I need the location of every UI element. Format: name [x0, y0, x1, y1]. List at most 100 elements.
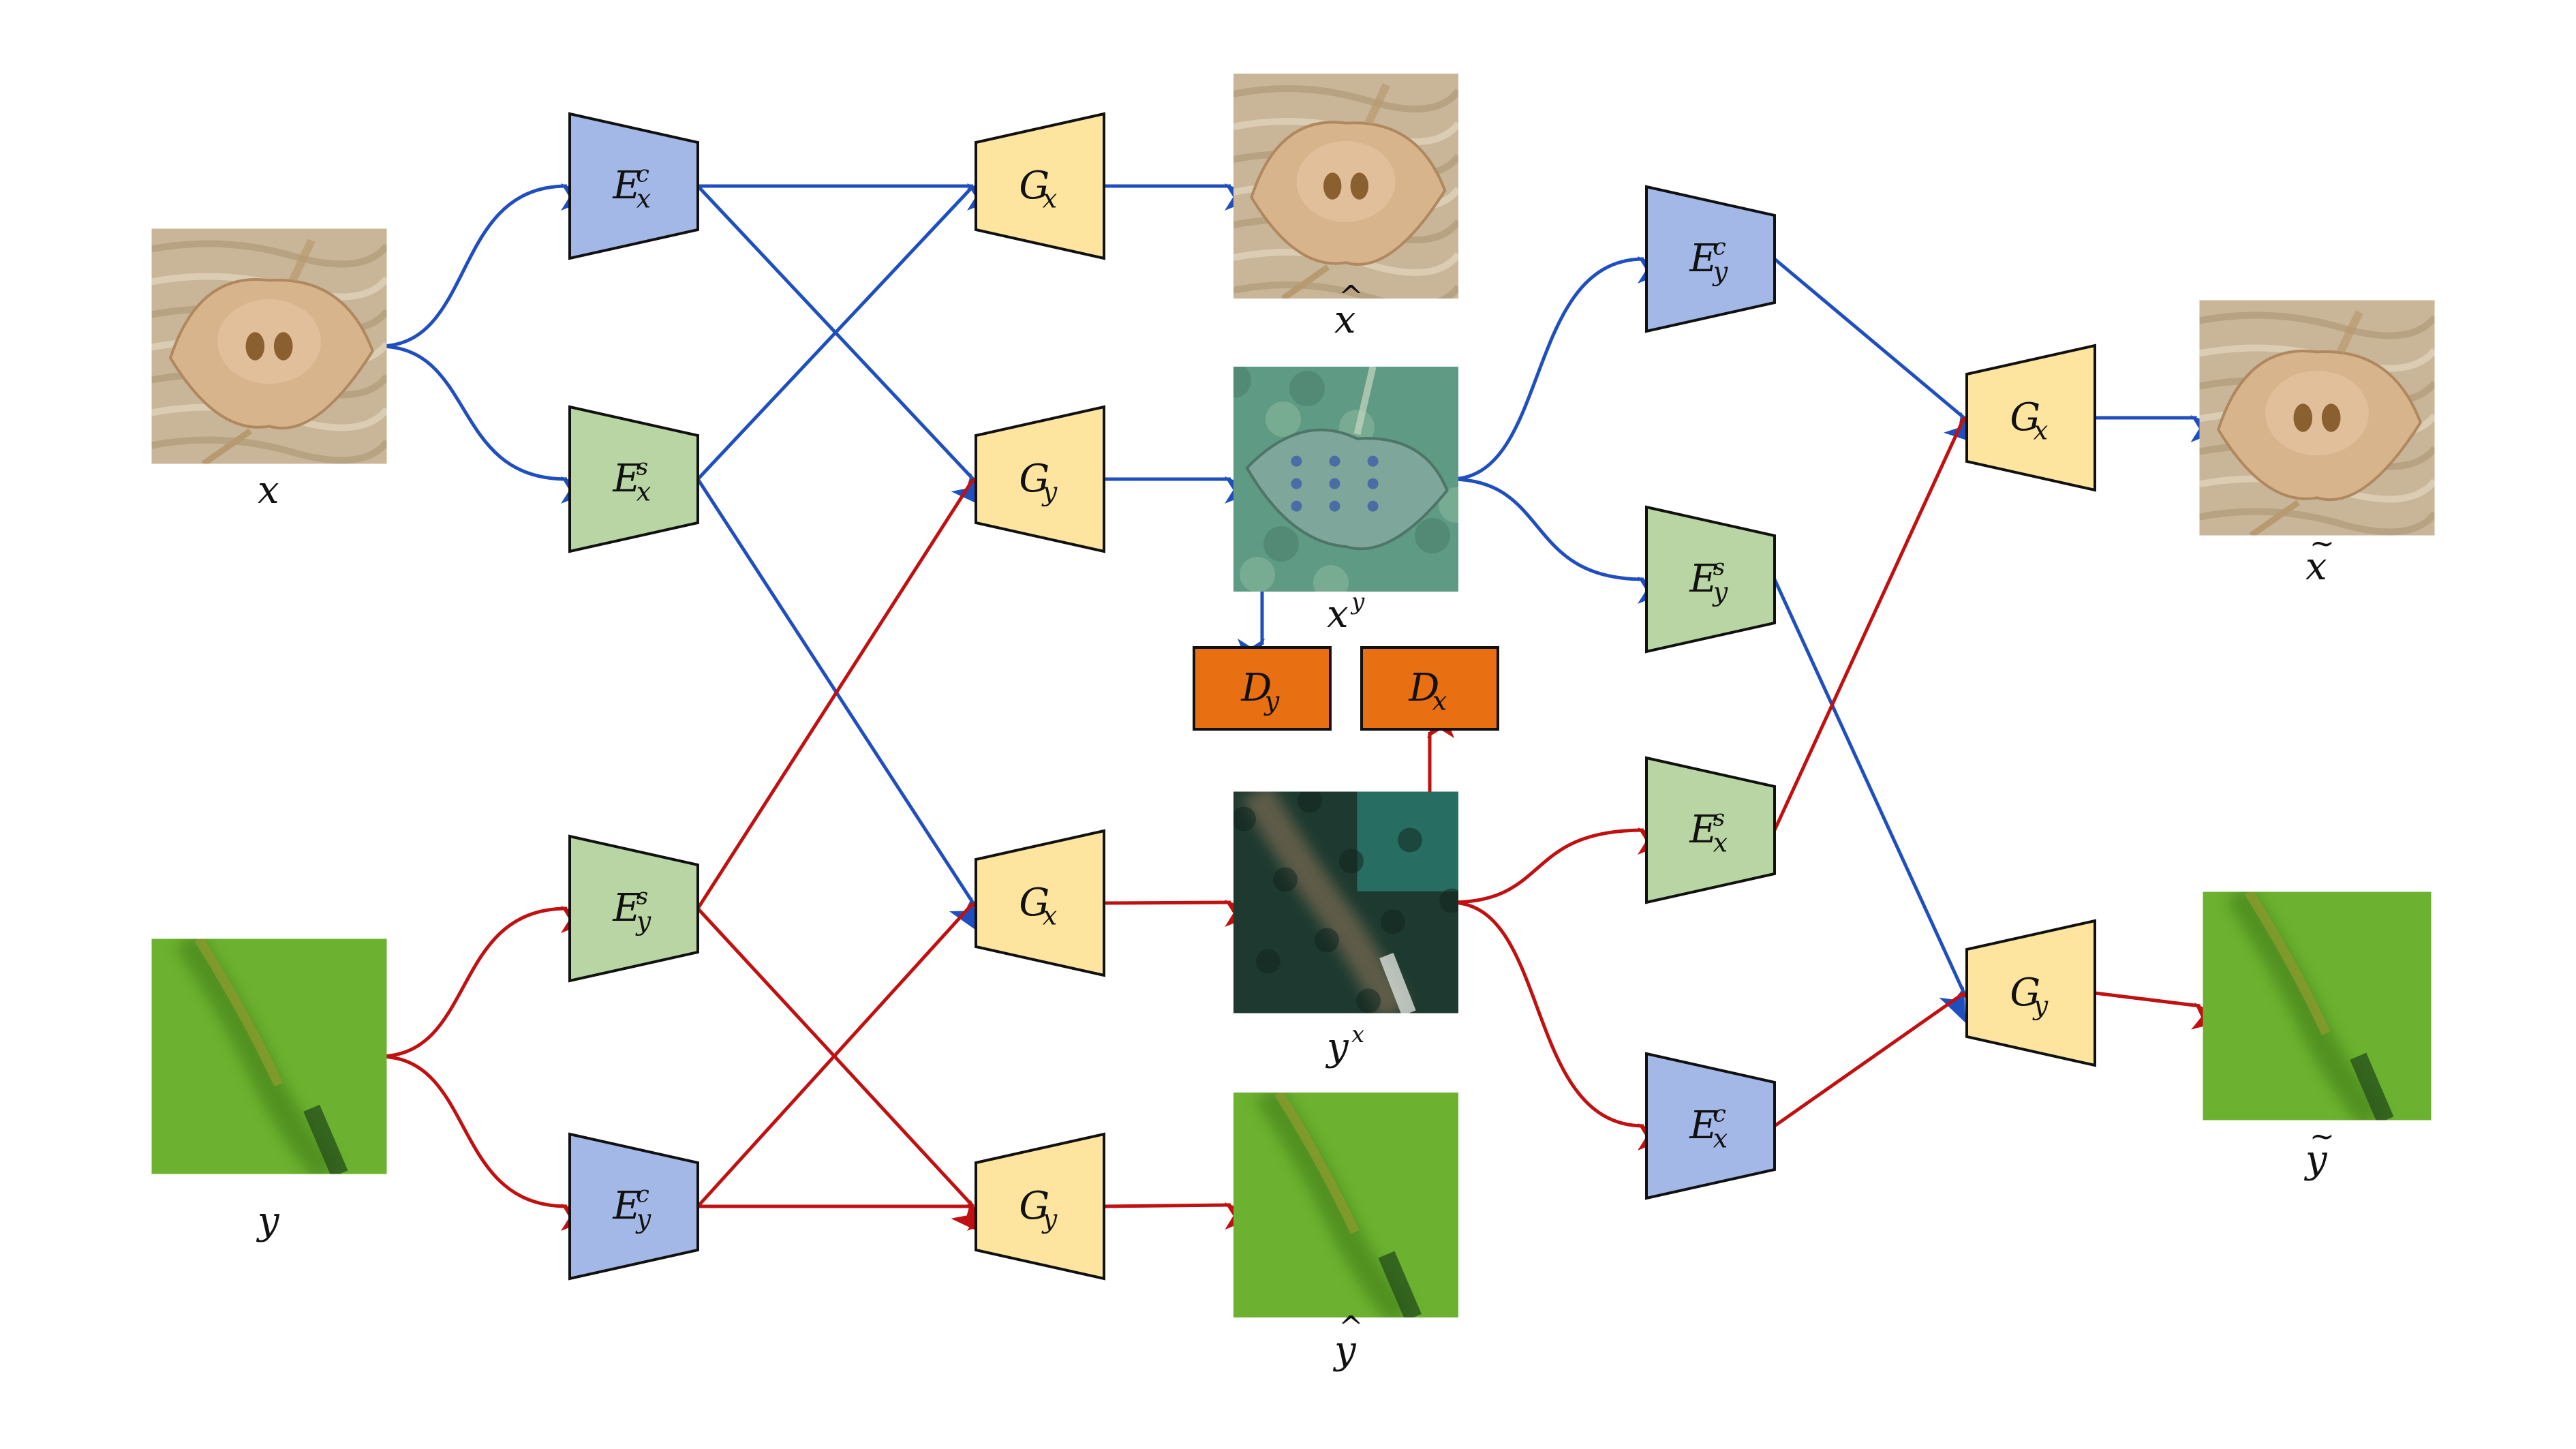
enc-s-y2-label-superscript: s [1713, 553, 1725, 581]
edge-y-x-to-enc-s-x2 [1450, 827, 1672, 904]
enc-s-y2-label-subscript: y [1712, 577, 1728, 607]
label-x-hat: x^ [1334, 279, 1364, 342]
image-y: y [151, 939, 387, 1243]
block-enc-c-y2: Eyc [1645, 185, 1776, 333]
enc-c-y2-shape [1645, 185, 1776, 333]
enc-c-y2-label-subscript: y [1712, 256, 1728, 286]
block-enc-s-y2: Eys [1645, 505, 1776, 654]
enc-s-x1-label-base: E [612, 457, 641, 501]
edge-x-to-enc-c-x1 [378, 183, 596, 348]
block-disc-y: Dy [1193, 646, 1332, 731]
gen-x3-label-base: G [2010, 395, 2040, 440]
label-x-tilde: x~ [2305, 526, 2335, 589]
gen-x1-label-base: G [1019, 164, 1049, 208]
edge-enc-s-x1-to-gen-x1 [696, 173, 1000, 481]
image-y-hat: y^ [1233, 1093, 1458, 1373]
enc-s-y2-label-base: E [1689, 557, 1717, 601]
block-gen-x3: Gx [1965, 344, 2096, 492]
enc-c-x1-label: Exc [612, 160, 651, 213]
block-enc-s-x1: Exs [568, 405, 699, 553]
gen-x1-label-subscript: x [1043, 183, 1057, 213]
edge-gen-x2-to-y-x [1103, 900, 1259, 928]
enc-s-y2-shape [1645, 505, 1776, 654]
disc-x-label: Dx [1408, 666, 1447, 716]
gen-x3-shape [1965, 344, 2096, 492]
enc-s-x2-label-superscript: s [1713, 804, 1725, 832]
disc-x-label-subscript: x [1432, 686, 1447, 716]
disc-y-label: Dy [1240, 666, 1279, 716]
enc-s-x1-label-subscript: x [637, 476, 651, 506]
block-gen-y1: Gy [975, 405, 1105, 553]
image-x-picture [151, 228, 387, 464]
gen-y1-label-base: G [1019, 457, 1049, 501]
gen-x3-label: Gx [2010, 395, 2048, 445]
label-y-hat-accent: ^ [1338, 1310, 1364, 1345]
enc-s-x2-shape [1645, 756, 1776, 904]
edge-enc-c-y2-to-gen-x3 [1773, 258, 1979, 444]
disc-x-label-base: D [1408, 666, 1439, 710]
label-x-y-superscript: y [1350, 588, 1365, 615]
enc-c-y1-label-superscript: c [637, 1180, 649, 1208]
label-y-base: y [256, 1199, 280, 1243]
enc-s-y2-label: Eys [1689, 553, 1728, 607]
gen-x2-label-subscript: x [1043, 900, 1057, 930]
edges-layer [378, 173, 2227, 1234]
edge-x-to-enc-s-x1 [378, 344, 595, 504]
enc-c-x2-label: Exc [1689, 1100, 1728, 1153]
image-y-tilde-picture [2203, 891, 2432, 1120]
disc-y-label-base: D [1240, 666, 1272, 710]
gen-x1-shape [975, 112, 1105, 260]
label-y-x-superscript: x [1351, 1021, 1364, 1048]
edge-y-to-enc-c-y1 [378, 1054, 595, 1231]
enc-c-x2-shape [1645, 1052, 1776, 1200]
edge-gen-y3-to-y-tilde [2094, 991, 2227, 1030]
enc-c-y1-label-base: E [612, 1184, 641, 1228]
label-y-tilde-base: y [2303, 1138, 2328, 1182]
enc-c-x2-label-subscript: x [1713, 1123, 1728, 1153]
edge-enc-s-y1-to-gen-y2 [696, 907, 985, 1234]
enc-c-x1-label-base: E [612, 164, 641, 208]
image-x-tilde: x~ [2199, 300, 2435, 589]
edge-enc-c-x2-to-gen-y3 [1773, 986, 1993, 1128]
label-x-tilde-accent: ~ [2310, 526, 2335, 561]
enc-s-y1-shape [568, 834, 699, 983]
gen-y2-label-subscript: y [1041, 1204, 1058, 1234]
enc-s-y1-label-base: E [612, 886, 641, 930]
gen-y3-label-base: G [2010, 971, 2040, 1015]
label-x: x [258, 468, 279, 513]
edge-enc-c-y1-to-gen-x2 [696, 889, 1000, 1208]
label-y: y [256, 1199, 280, 1243]
enc-s-x1-label: Exs [612, 453, 651, 506]
image-x: x [151, 228, 387, 513]
enc-c-y2-label-base: E [1689, 237, 1717, 281]
edge-x-y-to-enc-c-y2 [1450, 256, 1672, 481]
block-enc-c-x2: Exc [1645, 1052, 1776, 1200]
gen-y2-label-base: G [1019, 1184, 1049, 1228]
edge-enc-s-y2-to-gen-y3 [1773, 578, 1966, 1023]
image-y-picture [151, 939, 387, 1174]
edge-enc-s-x2-to-gen-x3 [1773, 397, 1986, 832]
enc-c-x1-label-superscript: c [637, 160, 649, 187]
block-gen-x1: Gx [975, 112, 1105, 260]
edge-gen-y2-to-y-hat [1103, 1202, 1259, 1230]
enc-c-x2-label-superscript: c [1713, 1100, 1726, 1127]
gen-y1-label: Gy [1019, 457, 1057, 506]
disc-y-shape [1193, 646, 1332, 731]
enc-s-x1-shape [568, 405, 699, 553]
block-enc-c-y1: Eyc [568, 1132, 699, 1281]
image-y-tilde: y~ [2203, 891, 2432, 1182]
enc-c-x2-label-base: E [1689, 1103, 1717, 1148]
edge-y-to-enc-s-y1 [378, 906, 596, 1058]
gen-y1-shape [975, 405, 1105, 553]
label-x-tilde-base: x [2305, 545, 2327, 589]
enc-s-x1-label-superscript: s [637, 453, 648, 481]
enc-s-y1-label-subscript: y [635, 906, 651, 936]
gen-y1-label-subscript: y [1041, 476, 1058, 506]
enc-s-x2-label-base: E [1689, 808, 1717, 852]
block-enc-s-x2: Exs [1645, 756, 1776, 904]
edge-y-x-to-enc-c-x2 [1450, 900, 1672, 1150]
enc-s-y1-label: Eys [612, 883, 651, 936]
enc-s-y1-label-superscript: s [637, 883, 648, 910]
edge-x-y-to-enc-s-y2 [1450, 477, 1672, 604]
